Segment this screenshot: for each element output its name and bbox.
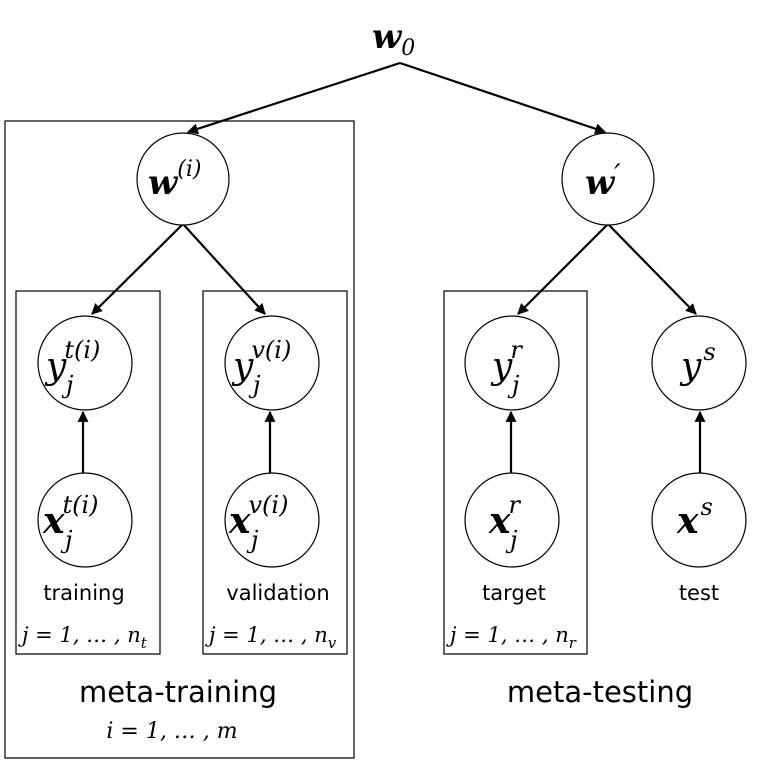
node-wi: w(i) <box>148 157 201 203</box>
label-target: target <box>482 581 546 605</box>
range-target: j = 1, … , nr <box>446 623 577 652</box>
node-circle-yval <box>224 315 320 411</box>
node-yval: yv(i) <box>231 336 291 387</box>
node-w0: w0 <box>372 17 415 61</box>
node-circle-xtarget <box>464 472 560 568</box>
training-plate <box>15 290 161 655</box>
node-circle-xval <box>224 472 320 568</box>
node-xtarget: xr <box>488 491 521 542</box>
edge-wprime-ytarget <box>517 223 609 315</box>
node-ytest: ys <box>679 338 716 387</box>
target-plate <box>443 290 588 655</box>
edge-w0-wprime <box>399 61 607 135</box>
node-ytrain: yt(i) <box>44 336 100 387</box>
edge-w0-wi <box>186 61 401 135</box>
label-test: test <box>679 581 719 605</box>
node-xval: xv(i) <box>228 491 288 542</box>
node-xtest: xs <box>676 493 713 542</box>
edge-wprime-ytest <box>607 223 697 315</box>
node-circle-ytrain <box>37 315 133 411</box>
node-wprime: w′ <box>585 158 621 203</box>
range-meta: i = 1, … , m <box>106 719 237 744</box>
node-xtrain: xt(i) <box>42 491 99 542</box>
range-validation: j = 1, … , nv <box>205 623 337 652</box>
node-circle-wi <box>136 132 230 226</box>
node-circle-xtest <box>651 472 747 568</box>
label-meta-training: meta-training <box>79 675 277 709</box>
node-circle-wprime <box>561 132 655 226</box>
validation-plate <box>202 290 348 655</box>
node-ytarget: yr <box>490 336 523 387</box>
meta-training-plate <box>4 120 355 759</box>
node-circle-ytest <box>651 315 747 411</box>
label-meta-testing: meta-testing <box>507 675 693 709</box>
edge-wi-ytrain <box>91 223 184 315</box>
range-training: j = 1, … , nt <box>18 623 148 652</box>
label-training: training <box>43 581 124 605</box>
edge-wi-yval <box>182 223 266 315</box>
node-circle-xtrain <box>37 472 133 568</box>
label-validation: validation <box>226 581 329 605</box>
node-circle-ytarget <box>464 315 560 411</box>
